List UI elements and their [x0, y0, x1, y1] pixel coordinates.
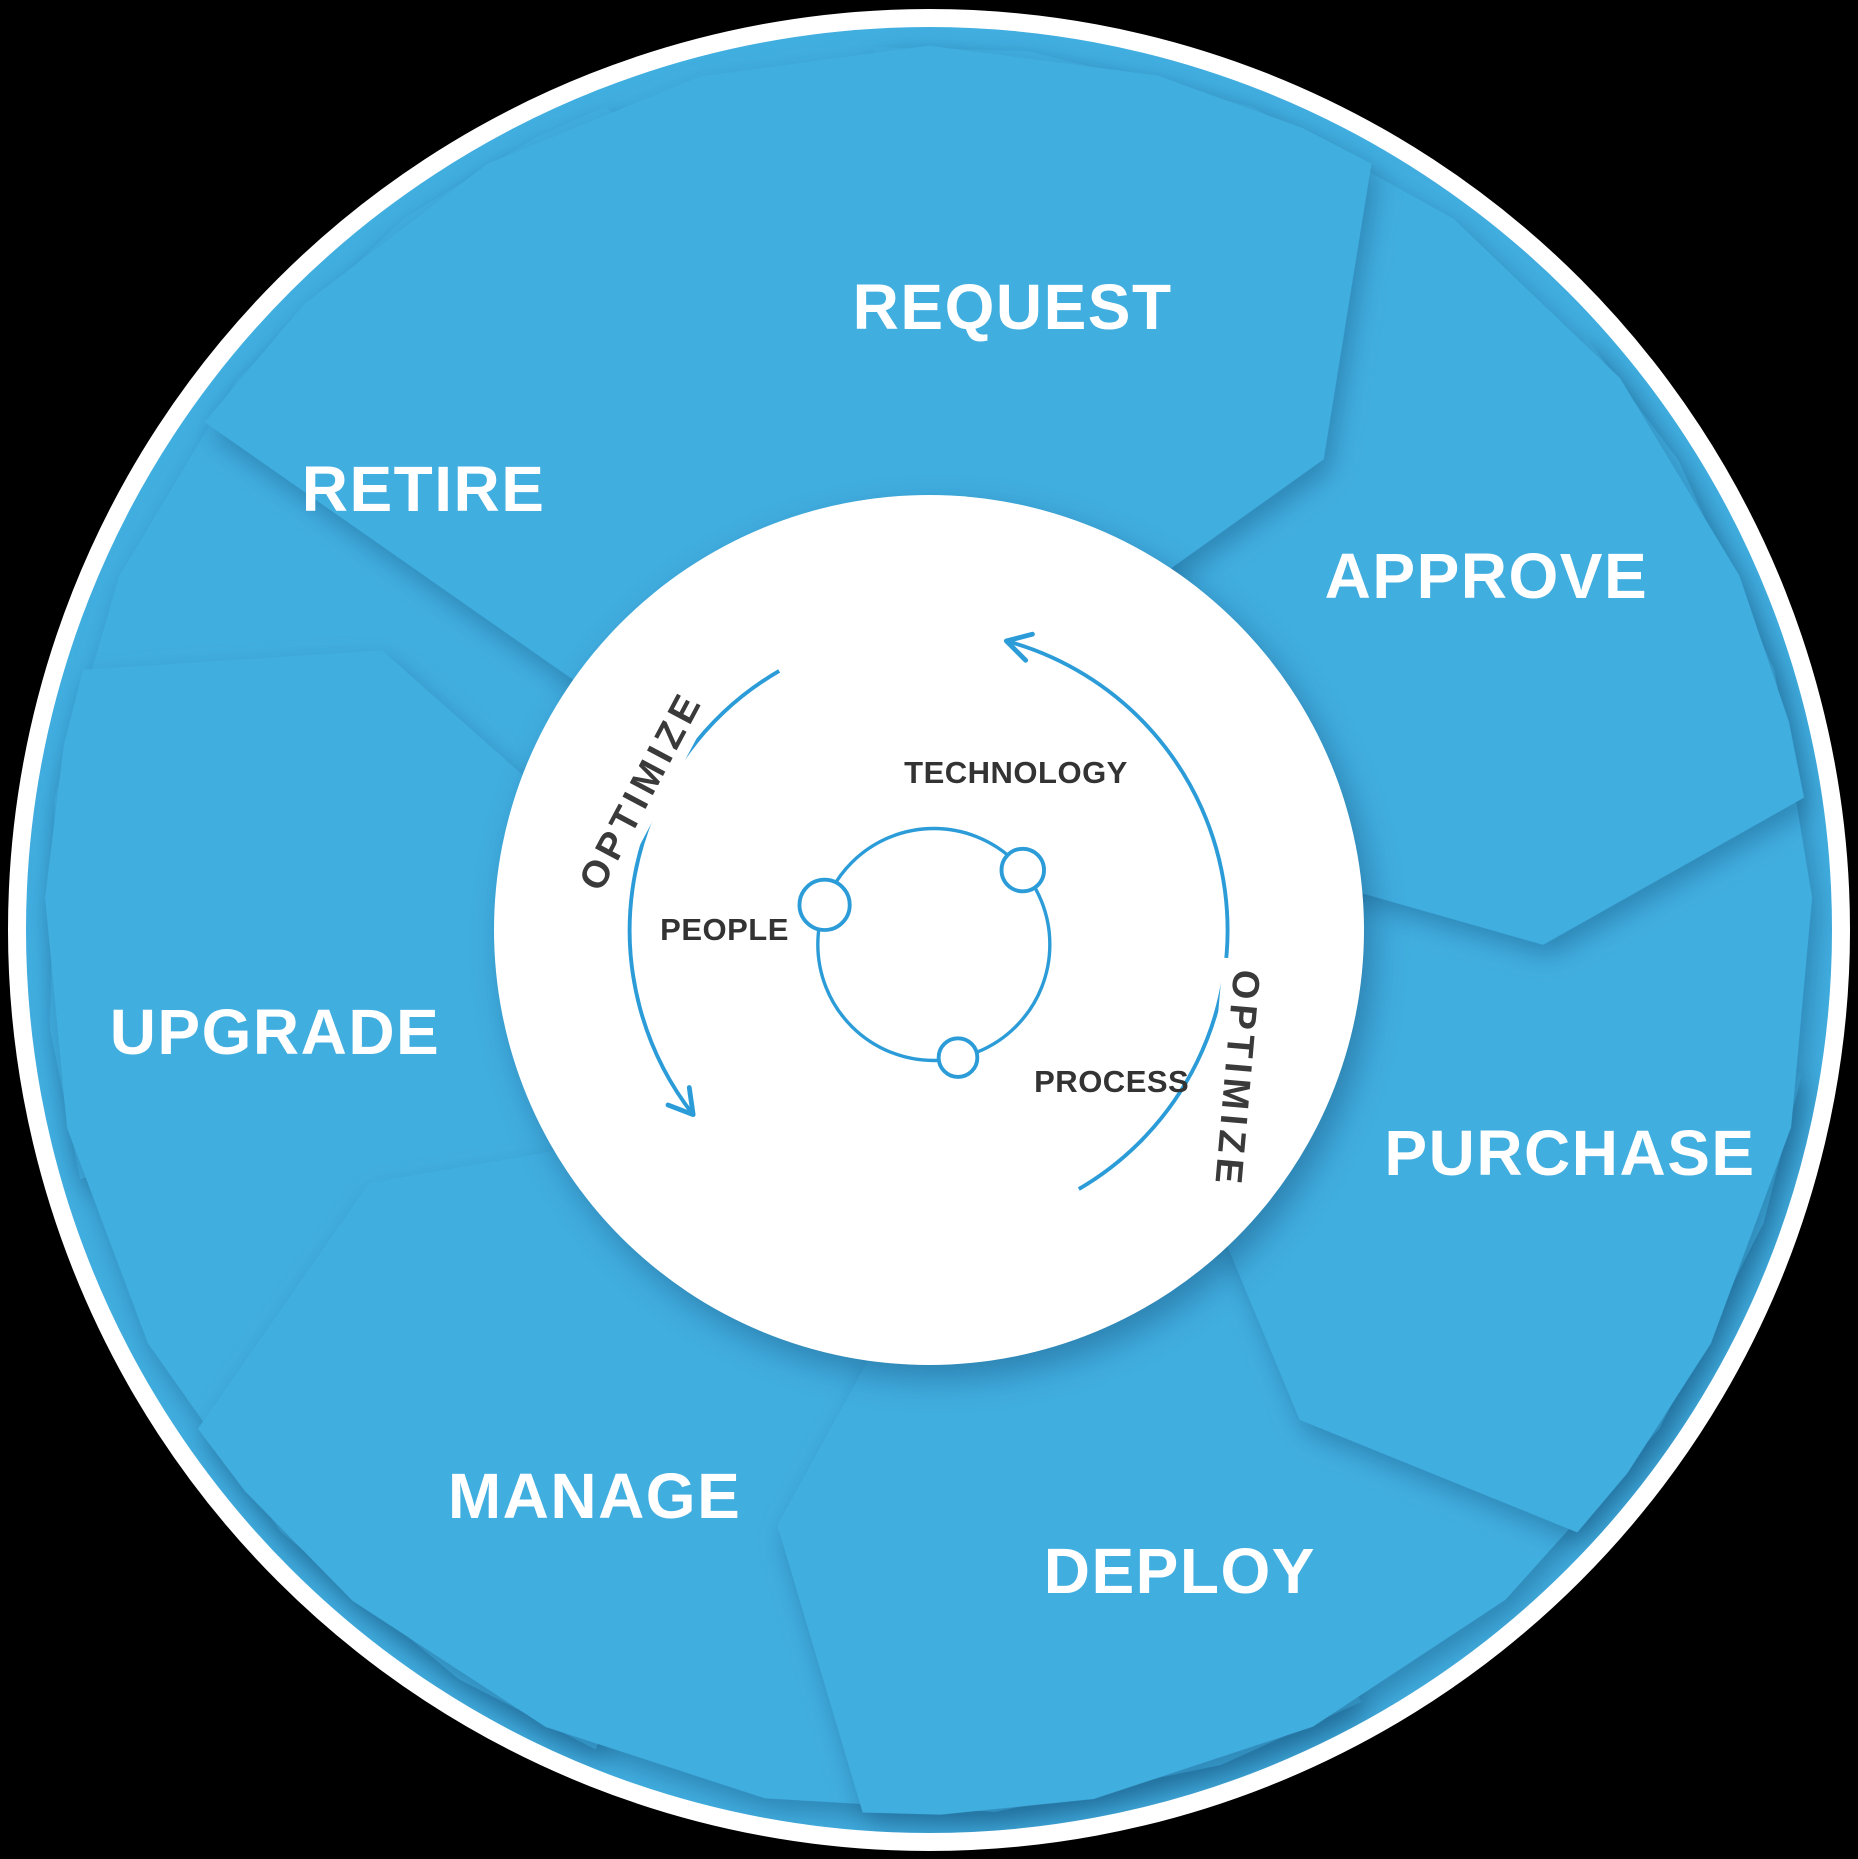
people-label: PEOPLE [660, 912, 789, 947]
stage-label-purchase: PURCHASE [1384, 1116, 1756, 1189]
inner-cycle-circle [816, 826, 1052, 1063]
stage-label-approve: APPROVE [1324, 540, 1649, 613]
cycle-arc-left [627, 669, 781, 1116]
cycle-arc-right [1005, 639, 1230, 1191]
stage-label-request: REQUEST [852, 270, 1173, 343]
process-label: PROCESS [1034, 1064, 1190, 1100]
cycle-graphic [627, 631, 1230, 1191]
cycle-arrow-bottom-icon [665, 1085, 696, 1118]
stage-label-upgrade: UPGRADE [109, 995, 441, 1068]
cycle-arrow-top-icon [1003, 631, 1035, 663]
people-node [797, 877, 852, 932]
stage-label-deploy: DEPLOY [1043, 1534, 1316, 1607]
lifecycle-wheel: OPTIMIZE OPTIMIZE TECHNOLOGY PEOPLE PROC… [8, 9, 1850, 1851]
process-node [936, 1036, 980, 1079]
technology-label: TECHNOLOGY [904, 755, 1128, 791]
technology-node [999, 846, 1046, 894]
stage-label-manage: MANAGE [447, 1460, 742, 1533]
stage-label-retire: RETIRE [301, 452, 546, 525]
center-hub: OPTIMIZE OPTIMIZE TECHNOLOGY PEOPLE PROC… [494, 495, 1364, 1365]
